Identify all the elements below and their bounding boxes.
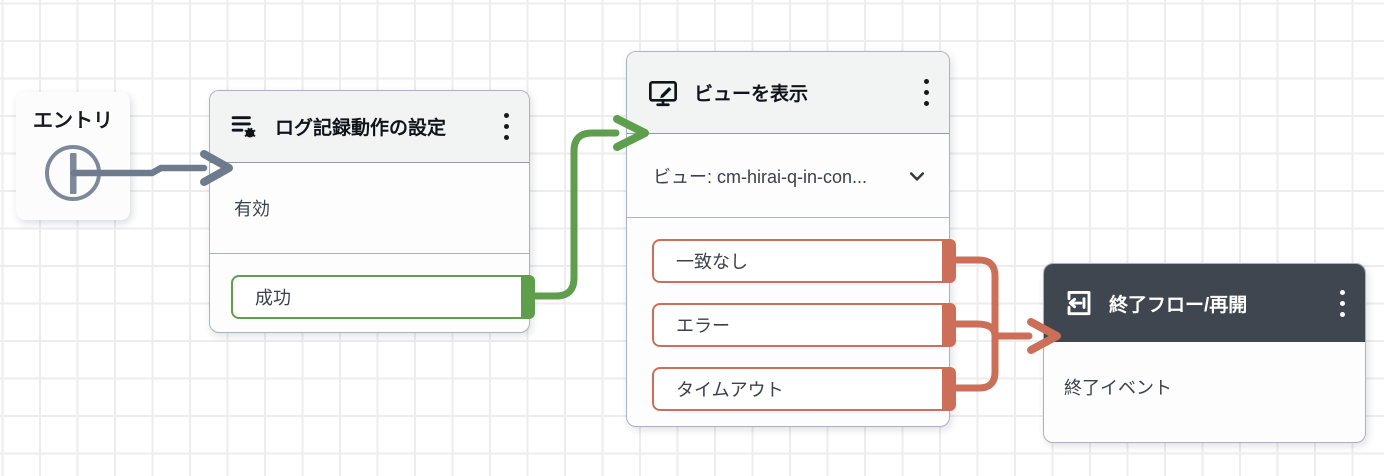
connection-success-to-view[interactable] [528, 115, 649, 300]
port-label: 一致なし [676, 252, 748, 272]
entry-label: エントリ [33, 110, 113, 132]
view-select-dropdown[interactable]: ビュー: cm-hirai-q-in-con... [627, 134, 949, 218]
end-event-row: 終了イベント [1044, 342, 1365, 442]
row-label: 有効 [234, 199, 270, 219]
connection-entry-to-logging[interactable] [70, 150, 233, 186]
port-label: エラー [676, 316, 730, 336]
view-select-label: ビュー: cm-hirai-q-in-con... [653, 166, 868, 187]
chevron-down-icon[interactable] [907, 166, 927, 186]
row-label: 終了イベント [1064, 378, 1172, 398]
logging-enabled-row: 有効 [210, 163, 529, 254]
node-header: 終了フロー/再開 [1044, 264, 1365, 342]
arrowhead [1027, 318, 1061, 354]
logging-list-bug-icon [230, 112, 260, 142]
node-title: ログ記録動作の設定 [275, 118, 447, 139]
kebab-menu-icon[interactable] [500, 107, 513, 146]
arrowhead [200, 150, 233, 186]
node-header: ビューを表示 [627, 52, 949, 134]
end-flow-icon [1064, 288, 1094, 318]
kebab-menu-icon[interactable] [920, 73, 933, 112]
node-entry[interactable]: エントリ [16, 92, 130, 220]
node-set-logging-behavior[interactable]: ログ記録動作の設定 有効 成功 [209, 90, 535, 333]
port-connector-handle[interactable] [521, 275, 535, 319]
node-title: ビューを表示 [694, 84, 809, 105]
node-title: 終了フロー/再開 [1109, 294, 1248, 316]
node-end-flow-resume[interactable]: 終了フロー/再開 終了イベント [1043, 263, 1366, 443]
port-error[interactable]: エラー [652, 303, 956, 347]
port-timeout[interactable]: タイムアウト [652, 367, 956, 411]
node-header: ログ記録動作の設定 [210, 91, 529, 163]
arrowhead [613, 115, 649, 151]
node-show-view[interactable]: ビューを表示 ビュー: cm-hirai-q-in-con... 一致なし エラ… [626, 51, 956, 427]
view-monitor-edit-icon [647, 77, 679, 109]
port-label: 成功 [255, 288, 291, 308]
port-success[interactable]: 成功 [231, 275, 535, 319]
connection-view-to-end[interactable] [948, 256, 1061, 392]
kebab-menu-icon[interactable] [1336, 284, 1349, 323]
port-label: タイムアウト [676, 380, 784, 400]
port-no-match[interactable]: 一致なし [652, 239, 956, 283]
